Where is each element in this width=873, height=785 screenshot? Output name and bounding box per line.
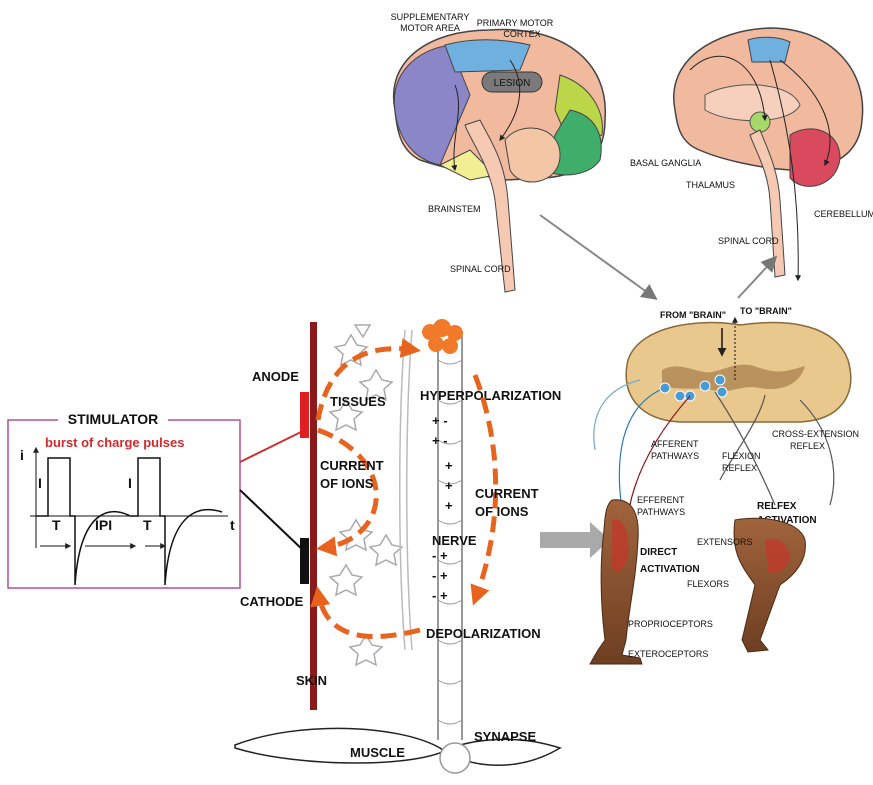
width-label-1: T xyxy=(52,517,61,533)
gray-arrow-right xyxy=(540,522,610,558)
efferent-1: EFFERENT xyxy=(637,495,685,505)
cross-extension-1: CROSS-EXTENSION xyxy=(772,429,859,439)
axis-i: i xyxy=(20,447,24,463)
cathode-wire xyxy=(240,490,305,552)
extensors-label: EXTENSORS xyxy=(697,537,753,547)
afferent-2: PATHWAYS xyxy=(651,451,699,461)
exteroceptors-label: EXTEROCEPTORS xyxy=(628,649,708,659)
muscle-label: MUSCLE xyxy=(350,745,405,760)
current-right-2: OF IONS xyxy=(475,504,529,519)
brain-sagittal-left: LESION xyxy=(394,30,606,292)
svg-text:- +: - + xyxy=(432,548,448,563)
hyperpolarization-label: HYPERPOLARIZATION xyxy=(420,388,561,403)
stimulator-panel: STIMULATOR burst of charge pulses xyxy=(8,410,240,588)
skin-bar xyxy=(310,322,317,710)
svg-text:+ -: + - xyxy=(432,413,448,428)
cross-extension-2: REFLEX xyxy=(790,441,825,451)
flexion-2: REFLEX xyxy=(722,463,757,473)
thalamus-label: THALAMUS xyxy=(686,180,735,190)
spinal-cord-section xyxy=(626,318,850,422)
current-left-1: CURRENT xyxy=(320,458,384,473)
arrow-brain-to-cord xyxy=(540,215,655,298)
cerebellum-label: CEREBELLUM xyxy=(814,209,873,219)
cathode-electrode xyxy=(300,538,309,584)
spinal-cord-right-label: SPINAL CORD xyxy=(718,236,779,246)
direct-activation-1: DIRECT xyxy=(640,547,677,558)
current-right-1: CURRENT xyxy=(475,486,539,501)
anode-electrode xyxy=(300,392,309,438)
synapse-shape xyxy=(440,743,470,773)
brainstem-label: BRAINSTEM xyxy=(428,204,481,214)
tissue-cells xyxy=(330,325,402,665)
lesion-label: LESION xyxy=(494,78,531,89)
flexion-1: FLEXION xyxy=(722,451,761,461)
svg-text:- +: - + xyxy=(432,568,448,583)
svg-text:- +: - + xyxy=(432,588,448,603)
pulse-label-2: I xyxy=(128,475,132,491)
depolarization-label: DEPOLARIZATION xyxy=(426,626,541,641)
stimulator-title: STIMULATOR xyxy=(68,411,158,427)
svg-text:+ -: + - xyxy=(432,433,448,448)
pulse-label-1: I xyxy=(38,475,42,491)
svg-text:+: + xyxy=(445,458,453,473)
synapse-label: SYNAPSE xyxy=(474,729,536,744)
axis-t: t xyxy=(230,517,235,533)
nerve-label: NERVE xyxy=(432,533,477,548)
cathode-label: CATHODE xyxy=(240,594,304,609)
from-brain-label: FROM "BRAIN" xyxy=(660,310,726,320)
cerebellum-shape xyxy=(790,129,840,186)
basal-ganglia-label: BASAL GANGLIA xyxy=(630,158,701,168)
pmc-label-2: CORTEX xyxy=(503,29,540,39)
proprioceptors-label: PROPRIOCEPTORS xyxy=(628,619,713,629)
skin-label: SKIN xyxy=(296,673,327,688)
sma-label-1: SUPPLEMENTARY xyxy=(391,12,470,22)
pmc-label-1: PRIMARY MOTOR xyxy=(477,18,554,28)
nerve-fiber: + - + - + + + - + - + - + xyxy=(422,319,463,740)
to-brain-label: TO "BRAIN" xyxy=(740,306,792,316)
ipi-label: IPI xyxy=(95,517,112,533)
svg-text:+: + xyxy=(445,478,453,493)
afferent-1: AFFERENT xyxy=(651,439,699,449)
anode-wire xyxy=(240,430,305,462)
sma-label-2: MOTOR AREA xyxy=(400,23,460,33)
spinal-cord-left-label: SPINAL CORD xyxy=(450,264,511,274)
direct-activation-2: ACTIVATION xyxy=(640,564,700,575)
relflex-activation-1: RELFEX xyxy=(757,501,797,512)
width-label-2: T xyxy=(143,517,152,533)
arrow-cord-to-brain xyxy=(738,258,775,298)
svg-text:+: + xyxy=(445,498,453,513)
stimulator-subtitle: burst of charge pulses xyxy=(45,435,184,450)
flexors-label: FLEXORS xyxy=(687,579,729,589)
efferent-2: PATHWAYS xyxy=(637,507,685,517)
tissues-label: TISSUES xyxy=(330,394,386,409)
anode-label: ANODE xyxy=(252,369,299,384)
current-left-2: OF IONS xyxy=(320,476,374,491)
